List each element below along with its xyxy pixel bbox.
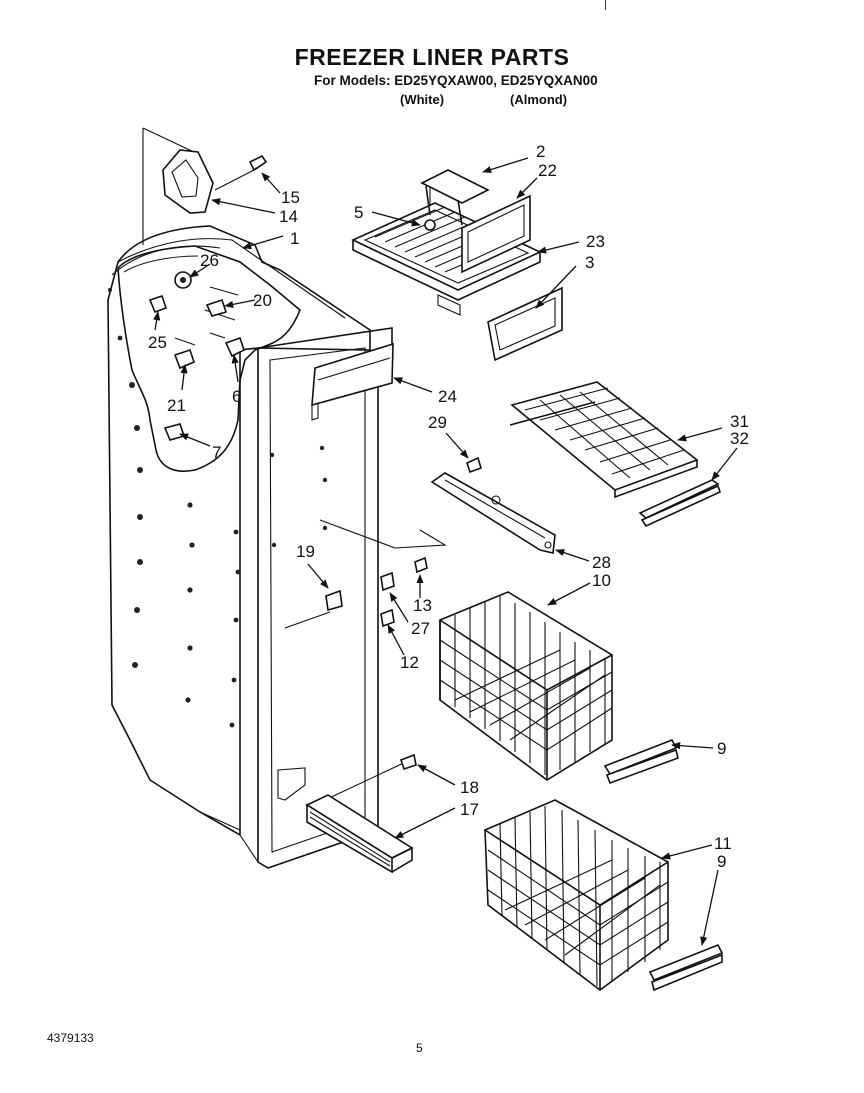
wire-shelf <box>509 381 721 528</box>
shelf-trim <box>311 342 394 421</box>
callout-12: 12 <box>400 653 419 672</box>
callout-6: 6 <box>232 387 241 406</box>
callout-20: 20 <box>253 291 272 310</box>
lower-basket <box>484 799 724 992</box>
callout-17: 17 <box>460 800 479 819</box>
callout-13: 13 <box>413 596 432 615</box>
document-number: 4379133 <box>47 1031 94 1045</box>
callout-28: 28 <box>592 553 611 572</box>
callout-25: 25 <box>148 333 167 352</box>
callout-29: 29 <box>428 413 447 432</box>
callout-21: 21 <box>167 396 186 415</box>
callout-9-lower: 9 <box>717 852 726 871</box>
freezer-liner <box>107 225 447 869</box>
callout-26: 26 <box>200 251 219 270</box>
callout-22: 22 <box>538 161 557 180</box>
callout-11: 11 <box>714 834 732 853</box>
shelf-bracket <box>430 472 556 554</box>
ice-shelf-assembly <box>351 169 563 362</box>
corner-mark <box>605 0 606 10</box>
callout-32: 32 <box>730 429 749 448</box>
callout-24: 24 <box>438 387 457 406</box>
callout-19: 19 <box>296 542 315 561</box>
page-number: 5 <box>416 1041 423 1055</box>
callout-2: 2 <box>536 142 545 161</box>
upper-basket <box>439 591 679 785</box>
callout-27: 27 <box>411 619 430 638</box>
models-line: For Models: ED25YQXAW00, ED25YQXAN00 <box>314 73 598 88</box>
callout-7: 7 <box>212 443 221 462</box>
variant-white: (White) <box>400 92 445 107</box>
callout-3: 3 <box>585 253 594 272</box>
callout-31: 31 <box>730 412 749 431</box>
callout-labels: 2 22 5 23 3 15 14 1 26 20 25 21 6 7 24 2… <box>148 142 749 871</box>
callout-9-upper: 9 <box>717 739 726 758</box>
callout-23: 23 <box>586 232 605 251</box>
callout-10: 10 <box>592 571 611 590</box>
page-title: FREEZER LINER PARTS <box>294 44 570 70</box>
callout-14: 14 <box>279 207 298 226</box>
callout-15: 15 <box>281 188 300 207</box>
hardware-parts <box>148 149 482 771</box>
callout-1: 1 <box>290 229 299 248</box>
callout-arrows <box>153 157 738 946</box>
bottom-rail <box>305 794 414 874</box>
callout-18: 18 <box>460 778 479 797</box>
variant-almond: (Almond) <box>510 92 568 107</box>
callout-5: 5 <box>354 203 363 222</box>
